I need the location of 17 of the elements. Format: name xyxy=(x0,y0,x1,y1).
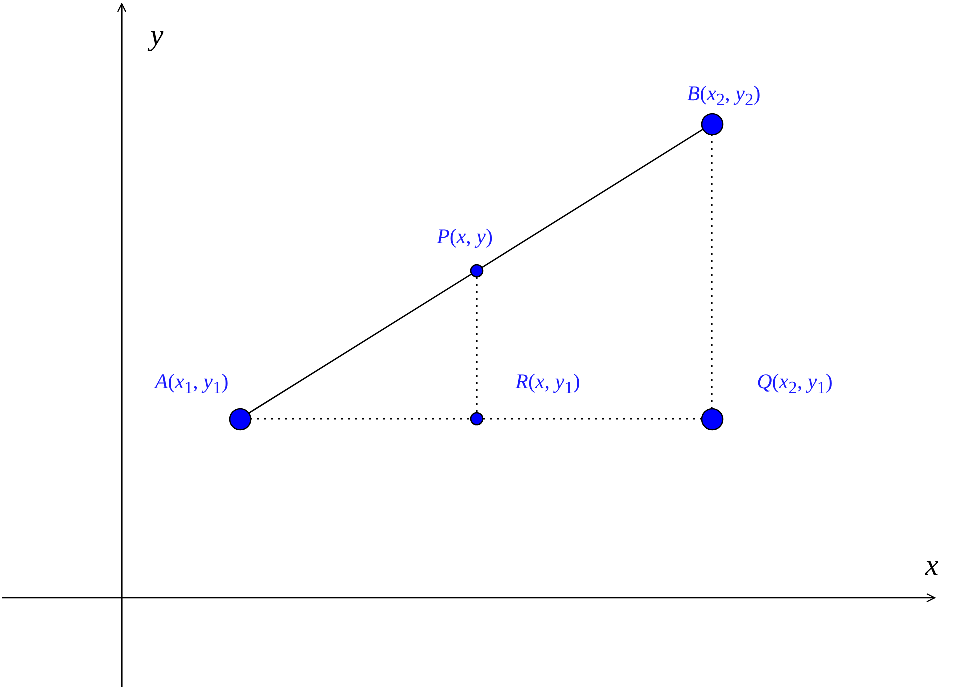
axis-label: y xyxy=(150,21,164,51)
point-label: R(x, y$_{1}$) xyxy=(516,369,580,399)
line-segment xyxy=(482,128,704,268)
point-label: P(x, y) xyxy=(437,224,493,250)
point-marker xyxy=(700,112,724,136)
point-marker xyxy=(470,264,484,278)
dotted-line xyxy=(250,418,471,420)
point-marker xyxy=(700,408,724,430)
point-label: B(x$_{2}$, y$_{2}$) xyxy=(687,81,761,111)
axis-label: x xyxy=(925,551,939,581)
line-segment xyxy=(248,274,472,414)
dotted-line xyxy=(476,277,478,413)
point-marker xyxy=(228,408,252,430)
point-marker xyxy=(470,412,484,426)
point-label: Q(x$_{2}$, y$_{1}$) xyxy=(757,369,833,399)
dotted-line xyxy=(483,418,702,420)
point-label: A(x$_{1}$, y$_{1}$) xyxy=(155,369,229,399)
